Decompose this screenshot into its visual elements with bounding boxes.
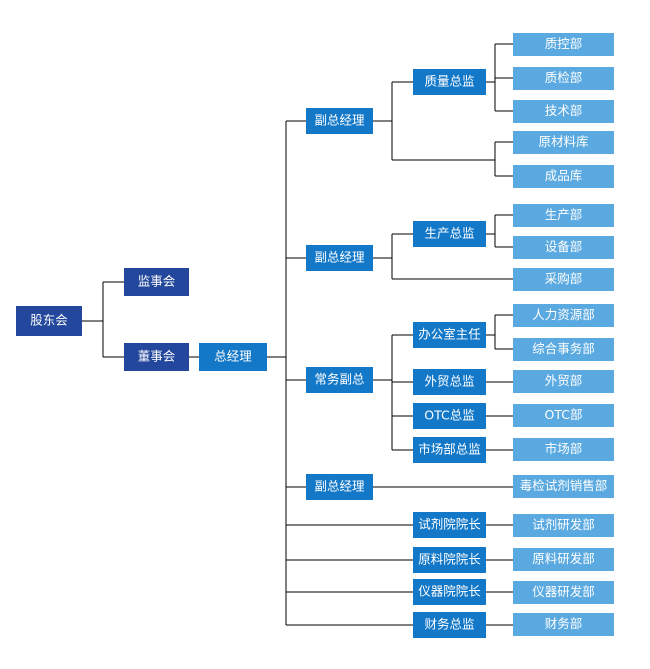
node-purchase-dept: 采购部 xyxy=(513,268,614,291)
node-vgm-1: 副总经理 xyxy=(306,108,373,134)
node-production-dept: 生产部 xyxy=(513,204,614,227)
node-shareholders: 股东会 xyxy=(16,306,82,336)
node-reagent-head-label: 试剂院院长 xyxy=(418,517,481,532)
node-production-director: 生产总监 xyxy=(413,221,486,247)
node-market-director-label: 市场部总监 xyxy=(418,442,481,457)
node-reagent-rd-dept-label: 试剂研发部 xyxy=(532,517,595,532)
node-shareholders-label: 股东会 xyxy=(30,313,68,328)
node-tech-dept: 技术部 xyxy=(513,100,614,123)
node-raw-store: 原材料库 xyxy=(513,131,614,154)
node-quality-director-label: 质量总监 xyxy=(424,74,474,89)
node-otc-dept: OTC部 xyxy=(513,404,614,427)
node-instrument-rd-dept: 仪器研发部 xyxy=(513,581,614,604)
node-hr-dept: 人力资源部 xyxy=(513,304,614,327)
node-market-dept-label: 市场部 xyxy=(545,441,583,456)
node-admin-dept: 综合事务部 xyxy=(513,338,614,361)
node-raw-rd-dept-label: 原料研发部 xyxy=(532,551,595,566)
node-gm: 总经理 xyxy=(199,343,267,371)
node-product-store: 成品库 xyxy=(513,165,614,188)
node-admin-dept-label: 综合事务部 xyxy=(532,341,595,356)
node-production-dept-label: 生产部 xyxy=(545,207,583,222)
node-qi-dept-label: 质检部 xyxy=(545,70,583,85)
node-finance-director: 财务总监 xyxy=(413,612,486,638)
node-trade-director: 外贸总监 xyxy=(413,369,486,395)
node-product-store-label: 成品库 xyxy=(545,168,583,183)
node-finance-director-label: 财务总监 xyxy=(424,617,474,632)
node-office-director: 办公室主任 xyxy=(413,322,486,348)
node-supervisors-label: 监事会 xyxy=(138,274,176,289)
node-instrument-rd-dept-label: 仪器研发部 xyxy=(532,584,595,599)
node-vgm-2: 副总经理 xyxy=(306,245,373,271)
node-tox-sales-dept-label: 毒检试剂销售部 xyxy=(520,478,608,493)
node-board: 董事会 xyxy=(124,343,189,371)
connectors xyxy=(82,43,513,626)
node-otc-director-label: OTC总监 xyxy=(424,408,474,423)
node-purchase-dept-label: 采购部 xyxy=(545,271,583,286)
node-market-dept: 市场部 xyxy=(513,438,614,461)
node-raw-store-label: 原材料库 xyxy=(538,134,588,149)
node-gm-label: 总经理 xyxy=(214,349,252,364)
node-raw-head: 原料院院长 xyxy=(413,547,486,573)
node-instrument-head-label: 仪器院院长 xyxy=(418,584,481,599)
node-equipment-dept: 设备部 xyxy=(513,236,614,259)
node-qi-dept: 质检部 xyxy=(513,67,614,90)
node-board-label: 董事会 xyxy=(138,349,176,364)
node-trade-dept: 外贸部 xyxy=(513,370,614,393)
node-raw-head-label: 原料院院长 xyxy=(418,552,481,567)
node-exec-vgm-label: 常务副总 xyxy=(314,372,364,387)
node-finance-dept-label: 财务部 xyxy=(545,616,583,631)
node-vgm-1-label: 副总经理 xyxy=(314,113,365,128)
node-trade-director-label: 外贸总监 xyxy=(424,374,474,389)
node-tox-sales-dept: 毒检试剂销售部 xyxy=(513,475,614,498)
node-supervisors: 监事会 xyxy=(124,268,189,296)
node-vgm-3-label: 副总经理 xyxy=(314,479,365,494)
node-reagent-rd-dept: 试剂研发部 xyxy=(513,514,614,537)
node-tech-dept-label: 技术部 xyxy=(545,103,583,118)
node-production-director-label: 生产总监 xyxy=(424,226,474,241)
node-trade-dept-label: 外贸部 xyxy=(545,373,583,388)
node-hr-dept-label: 人力资源部 xyxy=(532,307,595,322)
node-vgm-3: 副总经理 xyxy=(306,474,373,500)
node-otc-dept-label: OTC部 xyxy=(545,407,583,422)
node-market-director: 市场部总监 xyxy=(413,437,486,463)
node-office-director-label: 办公室主任 xyxy=(418,327,481,342)
node-vgm-2-label: 副总经理 xyxy=(314,250,365,265)
node-otc-director: OTC总监 xyxy=(413,403,486,429)
node-equipment-dept-label: 设备部 xyxy=(545,239,583,254)
node-instrument-head: 仪器院院长 xyxy=(413,579,486,605)
node-raw-rd-dept: 原料研发部 xyxy=(513,548,614,571)
node-qc-dept-label: 质控部 xyxy=(545,36,583,51)
node-quality-director: 质量总监 xyxy=(413,69,486,95)
node-finance-dept: 财务部 xyxy=(513,613,614,636)
node-exec-vgm: 常务副总 xyxy=(306,367,373,393)
node-reagent-head: 试剂院院长 xyxy=(413,512,486,538)
node-qc-dept: 质控部 xyxy=(513,33,614,56)
